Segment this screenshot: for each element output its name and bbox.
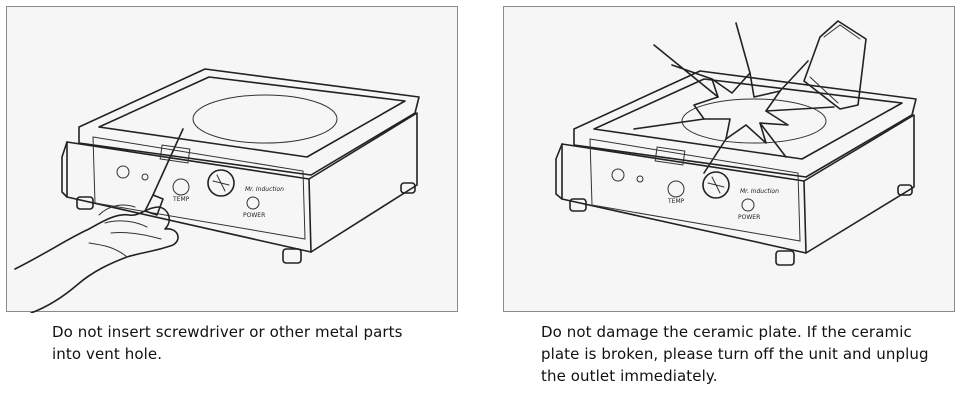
svg-text:Mr. Induction: Mr. Induction <box>740 188 779 195</box>
caption-line: the outlet immediately. <box>541 367 718 385</box>
power-label: POWER <box>738 214 760 221</box>
caption-screwdriver-warning: Do not insert screwdriver or other metal… <box>52 321 452 365</box>
caption-line: Do not damage the ceramic plate. If the … <box>541 323 912 341</box>
svg-text:Mr. Induction: Mr. Induction <box>245 186 284 193</box>
temp-label: TEMP <box>172 196 190 203</box>
caption-ceramic-plate-warning: Do not damage the ceramic plate. If the … <box>541 321 951 387</box>
illustration-panel-screwdriver: TEMP POWER Mr. Induction <box>6 6 458 313</box>
cooktop-screwdriver-illustration: TEMP POWER Mr. Induction <box>14 68 420 313</box>
caption-line: plate is broken, please turn off the uni… <box>541 345 929 363</box>
caption-line: Do not insert screwdriver or other metal… <box>52 323 403 341</box>
temp-label: TEMP <box>667 198 685 205</box>
illustration-panel-broken-plate: TEMP POWER Mr. Induction <box>503 6 955 312</box>
cooktop-broken-plate-illustration: TEMP POWER Mr. Induction <box>555 20 917 266</box>
caption-line: into vent hole. <box>52 345 163 363</box>
power-label: POWER <box>243 212 265 219</box>
